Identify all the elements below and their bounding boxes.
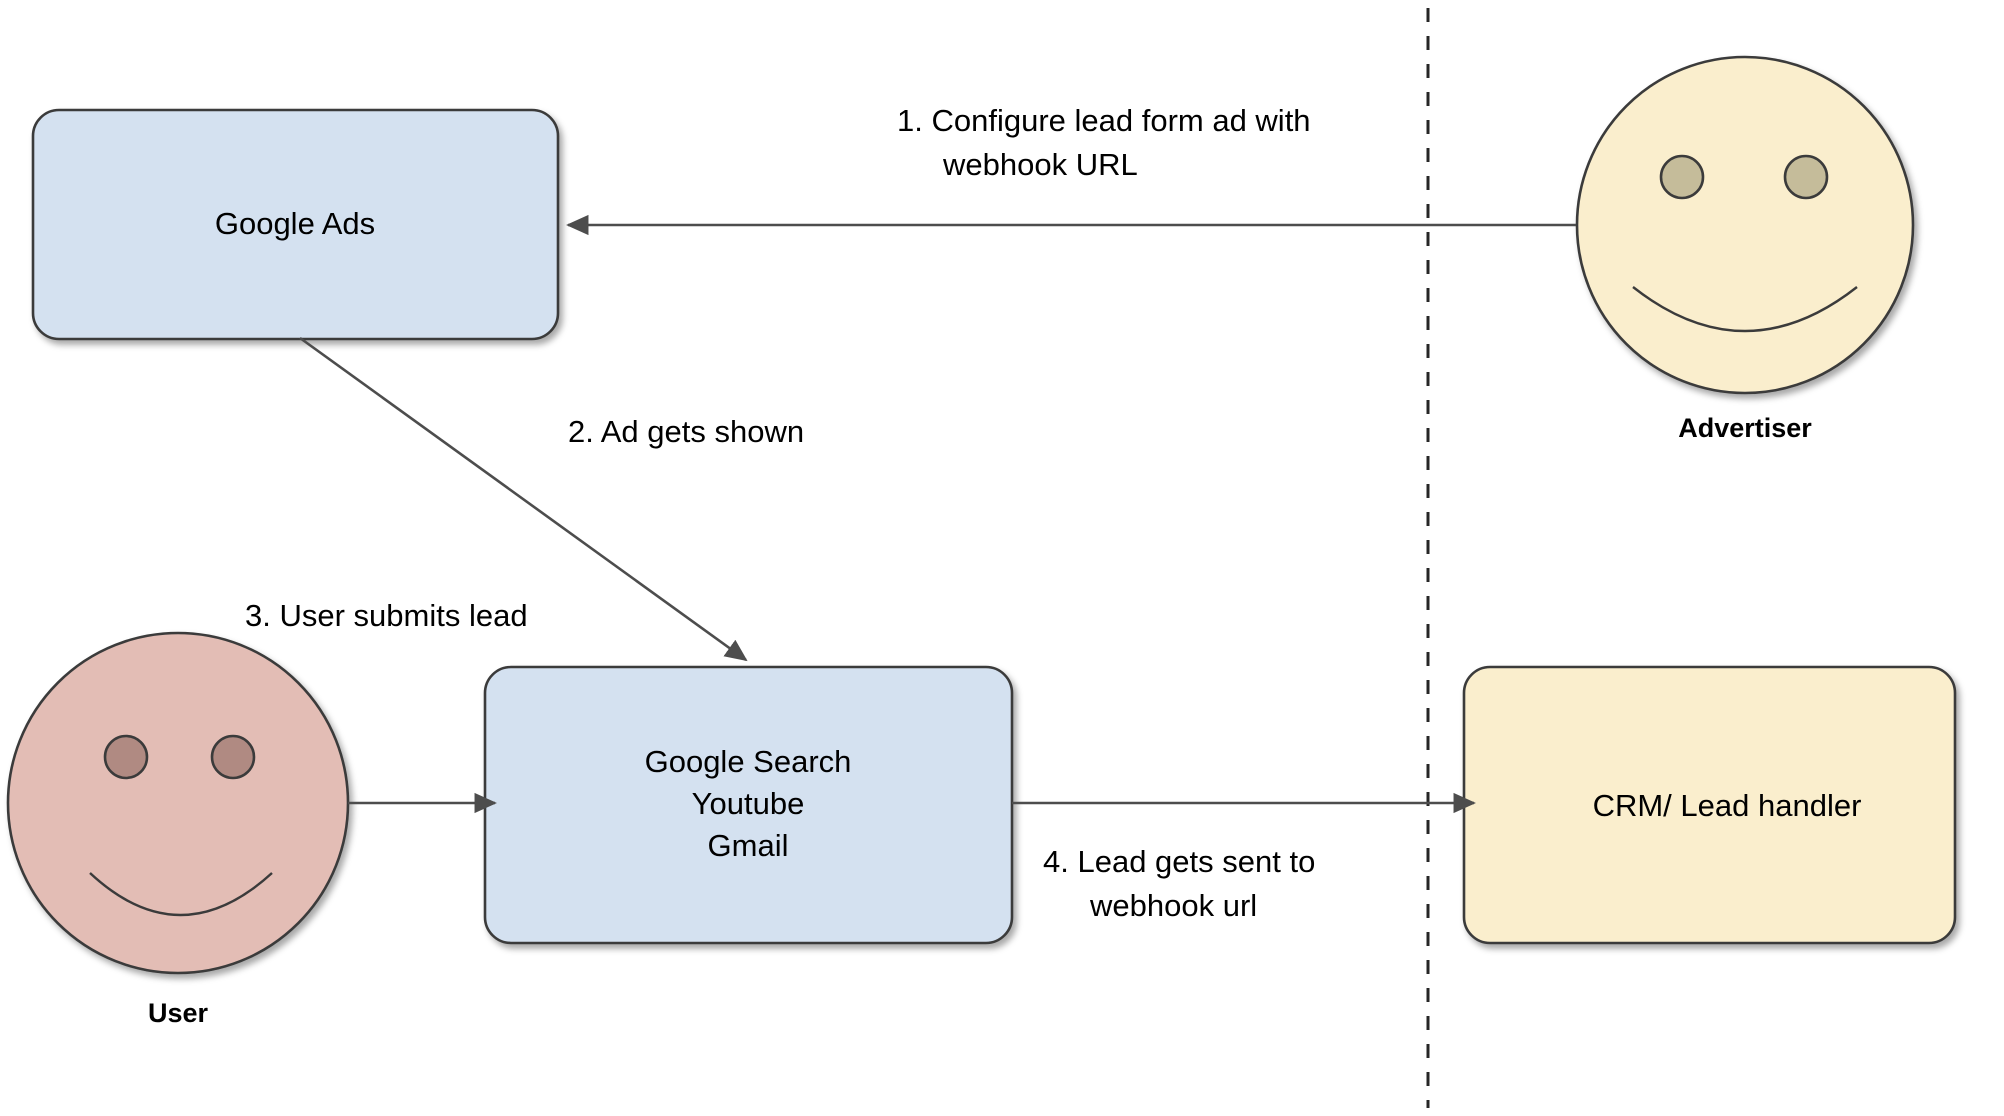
edge-google-ads-to-surfaces[interactable]: 2. Ad gets shown <box>299 336 804 662</box>
actor-advertiser-right-eye-icon <box>1783 154 1829 200</box>
node-google-ads[interactable]: Google Ads <box>31 108 560 341</box>
actor-user-face-icon[interactable] <box>6 631 350 975</box>
actor-user-label: User <box>148 998 209 1028</box>
actor-advertiser-label: Advertiser <box>1678 413 1812 443</box>
node-crm-lead-handler-label: CRM/ Lead handler <box>1593 788 1862 823</box>
edge-4-label-line-2: webhook url <box>1089 888 1257 923</box>
node-google-ads-label: Google Ads <box>215 206 375 241</box>
edge-1-label-line-1: 1. Configure lead form ad with <box>897 103 1311 138</box>
edge-3-label-line-1: 3. User submits lead <box>245 598 528 633</box>
node-google-surfaces[interactable]: Google Search Youtube Gmail <box>483 665 1014 945</box>
node-google-ads-shape[interactable] <box>31 108 560 341</box>
edge-4-label-line-1: 4. Lead gets sent to <box>1043 844 1315 879</box>
node-crm-lead-handler[interactable]: CRM/ Lead handler <box>1462 665 1957 945</box>
actor-advertiser-left-eye-icon <box>1659 154 1705 200</box>
edge-user-to-surfaces[interactable]: 3. User submits lead <box>245 598 528 814</box>
node-google-surfaces-line-3: Gmail <box>708 828 789 863</box>
edge-google-ads-to-surfaces-line[interactable] <box>299 336 748 662</box>
edge-surfaces-to-crm[interactable]: 4. Lead gets sent to webhook url <box>1012 792 1476 923</box>
edge-advertiser-to-google-ads[interactable]: 1. Configure lead form ad with webhook U… <box>566 103 1576 236</box>
actor-advertiser-face-icon[interactable] <box>1575 55 1915 395</box>
edge-1-label-line-2: webhook URL <box>942 147 1138 182</box>
actor-advertiser[interactable]: Advertiser <box>1575 55 1915 443</box>
actor-user[interactable]: User <box>6 631 350 1028</box>
node-google-surfaces-line-1: Google Search <box>645 744 852 779</box>
node-google-surfaces-line-2: Youtube <box>692 786 805 821</box>
actor-advertiser-smile-icon <box>1632 286 1858 333</box>
actor-user-smile-icon <box>89 872 273 917</box>
actor-user-left-eye-icon <box>103 734 149 780</box>
actor-user-right-eye-icon <box>210 734 256 780</box>
edge-2-label-line-1: 2. Ad gets shown <box>568 414 804 449</box>
